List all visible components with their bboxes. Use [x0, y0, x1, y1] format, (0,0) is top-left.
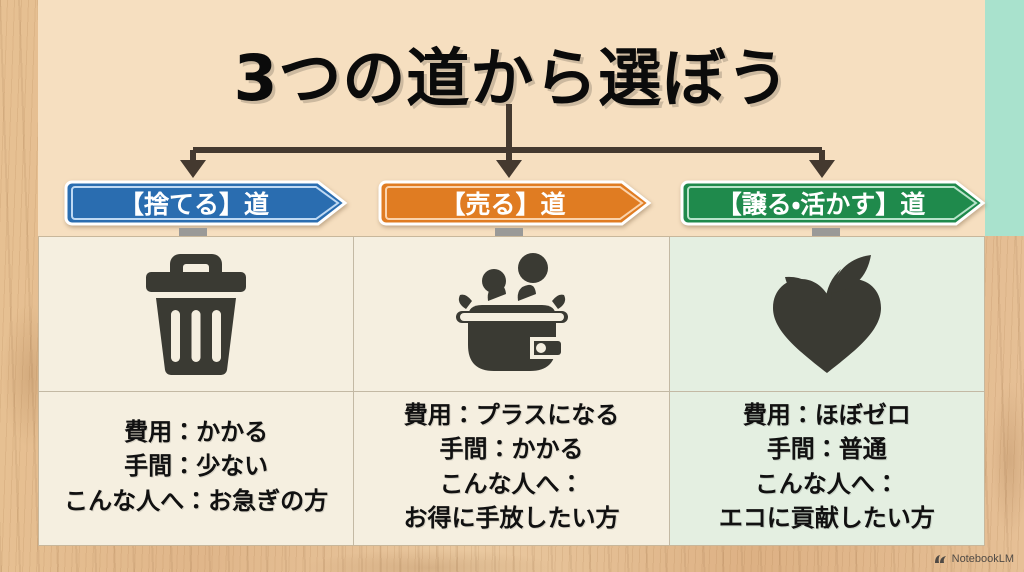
- comparison-table: 費用：かかる 手間：少ない こんな人へ：お急ぎの方: [38, 236, 985, 546]
- page-title: 3つの道から選ぼう: [233, 42, 791, 115]
- detail-line: こんな人へ：: [439, 469, 584, 498]
- detail-line: 費用：かかる: [124, 418, 269, 447]
- watermark-label: NotebookLM: [951, 553, 1014, 565]
- watermark: NotebookLM: [934, 553, 1014, 565]
- trash-can-icon: [146, 254, 247, 376]
- detail-line: 手間：少ない: [124, 452, 269, 481]
- heart-leaf-icon: [772, 255, 881, 373]
- sign-banner-row: 【捨てる】道 【売る】道 【譲る・活かす】道: [0, 178, 1024, 237]
- icon-cell-donate: [669, 237, 984, 392]
- detail-line: こんな人へ：: [754, 469, 899, 498]
- icon-cell-discard: [39, 237, 354, 392]
- sign-banner-discard[interactable]: 【捨てる】道: [60, 178, 350, 228]
- detail-line: 費用：ほぼゼロ: [742, 401, 911, 430]
- table-column-sell: 費用：プラスになる 手間：かかる こんな人へ： お得に手放したい方: [354, 237, 670, 545]
- coin-purse-icon: [456, 253, 569, 371]
- table-column-donate: 費用：ほぼゼロ 手間：普通 こんな人へ： エコに貢献したい方: [669, 237, 984, 545]
- text-cell-sell: 費用：プラスになる 手間：かかる こんな人へ： お得に手放したい方: [354, 392, 668, 545]
- notebooklm-logo-icon: [934, 554, 946, 563]
- icon-cell-sell: [354, 237, 669, 392]
- table-column-discard: 費用：かかる 手間：少ない こんな人へ：お急ぎの方: [39, 237, 355, 545]
- mint-accent-panel: [985, 0, 1024, 236]
- detail-line: 費用：プラスになる: [403, 401, 620, 430]
- sign-post-discard: [179, 228, 207, 237]
- detail-line: お得に手放したい方: [403, 503, 620, 532]
- sign-banner-sell[interactable]: 【売る】道: [374, 178, 654, 228]
- sign-post-donate: [812, 228, 840, 237]
- detail-line: こんな人へ：お急ぎの方: [64, 486, 329, 515]
- detail-line: 手間：かかる: [439, 435, 584, 464]
- detail-line: エコに貢献したい方: [718, 503, 935, 532]
- text-cell-donate: 費用：ほぼゼロ 手間：普通 こんな人へ： エコに貢献したい方: [670, 392, 984, 545]
- text-cell-discard: 費用：かかる 手間：少ない こんな人へ：お急ぎの方: [39, 392, 353, 545]
- sign-banner-donate[interactable]: 【譲る・活かす】道: [676, 178, 988, 228]
- detail-line: 手間：普通: [766, 435, 887, 464]
- sign-post-sell: [495, 228, 523, 237]
- branching-arrows: [0, 104, 1024, 180]
